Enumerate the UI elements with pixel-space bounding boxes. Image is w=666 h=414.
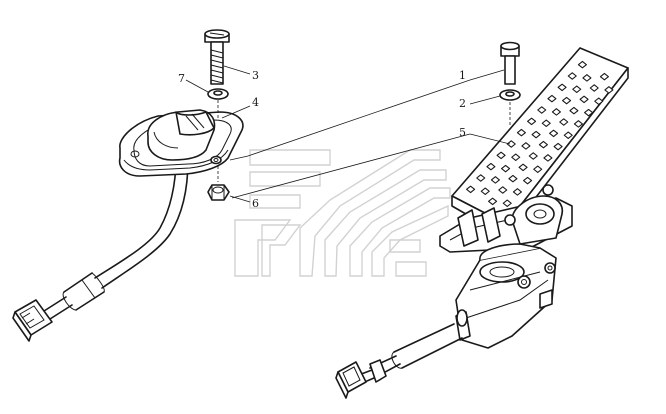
grip-stud — [528, 152, 538, 160]
right-washer — [499, 89, 521, 101]
left-connector-plug — [12, 299, 53, 342]
grip-stud — [523, 176, 533, 185]
left-sensor-knob — [147, 109, 216, 161]
grip-stud — [572, 85, 582, 94]
grip-stud — [543, 154, 553, 162]
grip-stud — [559, 118, 569, 126]
left-nut — [207, 184, 230, 201]
grip-stud — [521, 142, 531, 150]
grip-stud — [547, 94, 557, 103]
pedal-sensor-housing — [455, 243, 557, 349]
grip-stud — [511, 153, 521, 162]
callout-6: 6 — [252, 197, 259, 210]
grip-stud — [549, 129, 559, 138]
grip-stud — [498, 186, 508, 194]
grip-stud — [577, 60, 587, 69]
pedal-connector-plug — [335, 361, 367, 399]
grip-stud — [579, 95, 589, 104]
grip-stud — [512, 188, 522, 196]
grip-stud — [480, 187, 490, 196]
grip-stud — [516, 128, 526, 137]
leader-lines — [185, 65, 511, 203]
grip-stud — [466, 185, 476, 194]
grip-stud — [508, 174, 518, 183]
grip-stud — [541, 119, 551, 128]
grip-stud — [518, 163, 528, 172]
grip-stud — [562, 96, 572, 105]
grip-stud — [537, 106, 547, 114]
pedal-hinge-bracket — [439, 184, 573, 253]
watermark-logo — [234, 149, 451, 277]
callout-1: 1 — [459, 69, 466, 82]
grip-stud — [573, 120, 583, 128]
grip-stud — [551, 108, 561, 116]
left-bolt — [204, 29, 230, 85]
grip-stud — [476, 174, 486, 182]
callout-5: 5 — [459, 126, 466, 139]
grip-stud — [604, 86, 614, 94]
callout-3: 3 — [252, 69, 259, 82]
grip-stud — [506, 140, 516, 148]
grip-stud — [584, 108, 594, 117]
grip-stud — [569, 106, 579, 115]
grip-stud — [582, 74, 592, 82]
left-sensor-cable — [43, 157, 189, 320]
pedal-sensor-cable — [355, 323, 463, 385]
grip-stud — [557, 83, 567, 92]
grip-stud — [563, 131, 573, 140]
grip-stud — [531, 130, 541, 139]
grip-stud — [599, 72, 609, 81]
callout-4: 4 — [252, 96, 259, 109]
callout-2: 2 — [459, 97, 466, 110]
grip-stud — [567, 72, 577, 80]
callout-numbers: 3 7 4 6 1 2 5 — [178, 69, 466, 210]
grip-stud — [488, 197, 498, 206]
callout-7: 7 — [178, 72, 185, 85]
grip-stud — [533, 165, 543, 174]
right-bolt — [500, 41, 520, 85]
grip-stud — [527, 117, 537, 126]
grip-stud — [490, 176, 500, 184]
grip-stud — [594, 97, 604, 106]
left-washer — [207, 88, 229, 100]
grip-stud — [538, 140, 548, 149]
grip-stud — [502, 199, 512, 208]
grip-stud — [496, 151, 506, 160]
grip-stud — [501, 164, 511, 173]
grip-stud — [589, 84, 599, 92]
pedal-grip-pattern — [466, 60, 614, 208]
grip-stud — [553, 142, 563, 151]
grip-stud — [486, 162, 496, 171]
